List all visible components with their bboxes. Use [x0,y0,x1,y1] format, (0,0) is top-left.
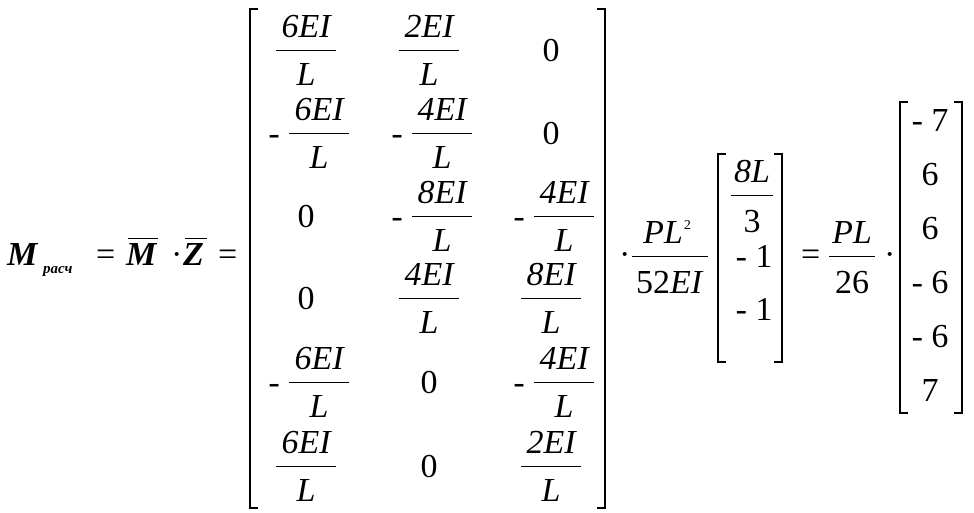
moment-symbol: M [7,236,38,273]
coef1-numerator: PL2 [643,214,691,251]
matrix-cell-denominator: L [432,139,452,176]
vector2-left-bracket [899,101,908,414]
matrix-cell-fraction-bar [276,466,336,467]
matrix-cell-numerator: 6EI [294,91,344,128]
moment-subscript: расч [43,261,73,277]
matrix-cell-numerator: 8EI [417,174,467,211]
vector1-item: - 1 [735,291,773,328]
matrix-cell-denominator: L [419,304,439,341]
matrix-cell-minus: - [513,364,525,401]
matrix-cell-denominator: L [554,222,574,259]
matrix-cell-numerator: 4EI [539,340,589,377]
matrix-cell-numerator: 6EI [281,8,331,45]
matrix-cell-value: 0 [420,448,438,485]
matrix-cell-fraction-bar [534,382,594,383]
vector1-item: - 1 [735,238,773,275]
vector2-right-bracket [954,101,963,414]
coef2-denominator: 26 [835,264,869,301]
vector1-right-bracket [774,153,783,363]
zbar-symbol: Z [183,236,204,273]
matrix-cell-value: 0 [297,198,315,235]
coef2-numerator: PL [832,214,872,251]
matrix-right-bracket [597,8,606,509]
equals-sign-3: = [801,236,821,273]
matrix-cell-minus: - [513,198,525,235]
matrix-cell-fraction-bar [521,466,581,467]
matrix-cell-denominator: L [554,388,574,425]
matrix-cell-numerator: 4EI [539,174,589,211]
mbar-overline [128,238,158,239]
matrix-cell-value: 0 [297,280,315,317]
dot-operator-3: · [884,236,896,273]
equals-sign-1: = [96,236,116,273]
vector1-frac-bar [731,195,773,196]
matrix-cell-denominator: L [432,222,452,259]
result-vector-item: - 7 [911,102,949,139]
matrix-cell-fraction-bar [289,133,349,134]
coef1-fraction-bar [632,256,708,257]
matrix-cell-denominator: L [541,304,561,341]
result-vector-item: - 6 [911,318,949,355]
matrix-cell-minus: - [391,198,403,235]
matrix-cell-denominator: L [541,472,561,509]
matrix-cell-numerator: 2EI [526,424,576,461]
matrix-cell-numerator: 4EI [417,91,467,128]
matrix-cell-value: 0 [420,364,438,401]
matrix-cell-denominator: L [419,56,439,93]
zbar-overline [185,238,207,239]
matrix-cell-fraction-bar [412,216,472,217]
matrix-cell-numerator: 6EI [294,340,344,377]
result-vector-item: 6 [921,156,939,193]
dot-operator-2: · [619,236,631,273]
matrix-cell-numerator: 8EI [526,256,576,293]
matrix-cell-fraction-bar [289,382,349,383]
matrix-cell-fraction-bar [534,216,594,217]
vector1-frac-denominator: 3 [743,203,761,240]
matrix-left-bracket [249,8,258,509]
result-vector-item: 6 [921,210,939,247]
equals-sign-2: = [218,236,238,273]
matrix-cell-value: 0 [542,32,560,69]
matrix-cell-numerator: 4EI [404,256,454,293]
matrix-cell-denominator: L [309,139,329,176]
vector1-left-bracket [717,153,726,363]
vector1-frac-numerator: 8L [734,153,770,190]
matrix-cell-numerator: 6EI [281,424,331,461]
result-vector-item: - 6 [911,264,949,301]
mbar-symbol: M [126,236,157,273]
matrix-cell-minus: - [268,364,280,401]
coef1-denominator: 52EI [635,264,703,301]
matrix-cell-fraction-bar [276,50,336,51]
matrix-cell-value: 0 [542,115,560,152]
result-vector-item: 7 [921,372,939,409]
matrix-cell-numerator: 2EI [404,8,454,45]
dot-operator-1: · [171,236,183,273]
matrix-cell-denominator: L [296,56,316,93]
matrix-cell-minus: - [391,115,403,152]
matrix-cell-fraction-bar [399,298,459,299]
matrix-cell-fraction-bar [521,298,581,299]
matrix-cell-minus: - [268,115,280,152]
matrix-cell-denominator: L [296,472,316,509]
matrix-cell-denominator: L [309,388,329,425]
coef1-exponent: 2 [683,218,691,233]
matrix-cell-fraction-bar [412,133,472,134]
coef2-fraction-bar [829,256,875,257]
matrix-cell-fraction-bar [399,50,459,51]
